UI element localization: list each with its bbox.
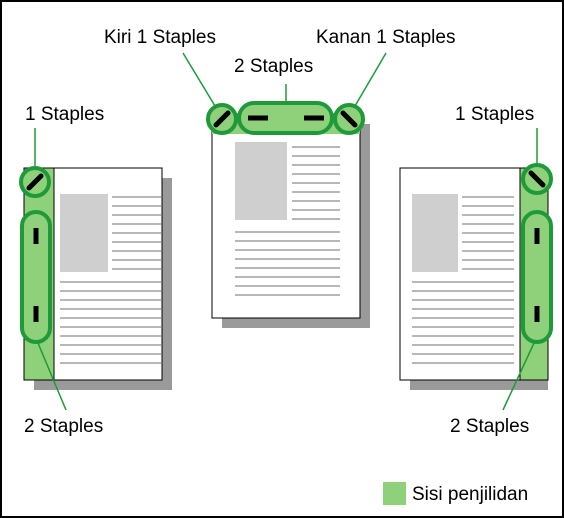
label-center-right: Kanan 1 Staples <box>316 27 455 48</box>
label-center-double: 2 Staples <box>234 56 313 77</box>
center-right-staple <box>333 103 365 135</box>
label-left-double: 2 Staples <box>24 416 103 437</box>
center-page <box>206 101 370 328</box>
leader-left-bottom <box>37 342 67 411</box>
leader-center-right <box>354 52 387 107</box>
left-double-staple <box>20 210 52 344</box>
binding-edge-swatch-icon <box>383 482 406 505</box>
leader-right-bottom <box>502 342 535 411</box>
center-left-staple <box>206 103 238 135</box>
label-right-double: 2 Staples <box>450 416 529 437</box>
legend: Sisi penjilidan <box>383 482 528 505</box>
left-single-staple <box>19 166 51 198</box>
leader-lines <box>34 52 538 411</box>
right-page-image <box>412 194 458 272</box>
label-left-single: 1 Staples <box>25 104 104 125</box>
right-page <box>399 163 553 390</box>
label-center-left: Kiri 1 Staples <box>104 27 216 48</box>
left-page-image <box>60 194 108 272</box>
left-page-text-lines <box>60 196 161 364</box>
legend-label: Sisi penjilidan <box>412 484 528 505</box>
center-page-image <box>235 142 287 220</box>
label-right-single: 1 Staples <box>455 104 534 125</box>
right-double-staple <box>521 210 553 344</box>
center-page-text-lines <box>235 146 340 296</box>
right-single-staple <box>521 163 553 195</box>
right-page-text-lines <box>412 196 514 364</box>
center-double-staple <box>237 101 334 135</box>
leader-center-left <box>182 52 216 107</box>
